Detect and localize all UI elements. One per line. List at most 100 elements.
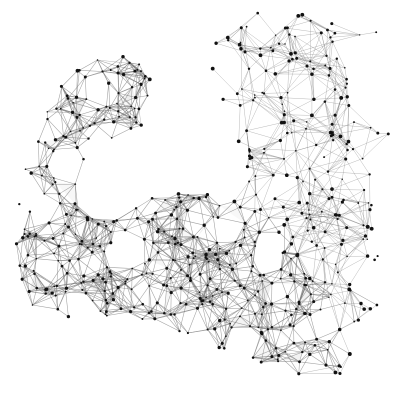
network-edge [296, 58, 311, 62]
network-edge [207, 280, 235, 286]
network-edge [117, 56, 124, 74]
network-edge [296, 58, 331, 69]
network-edge [290, 273, 305, 276]
network-node [273, 72, 278, 76]
network-node [65, 94, 69, 98]
network-edge [265, 60, 290, 71]
network-edge [36, 253, 55, 259]
network-edge [239, 313, 256, 317]
network-edge [176, 218, 184, 229]
network-node [297, 300, 301, 304]
network-edge [207, 285, 211, 302]
network-node [239, 46, 243, 51]
network-edge [297, 255, 306, 279]
network-edge [152, 218, 173, 237]
network-node [215, 241, 219, 244]
network-edge [248, 68, 256, 98]
network-edge [293, 338, 317, 344]
network-edge [215, 242, 218, 255]
network-edge [120, 308, 143, 320]
network-node [47, 147, 50, 150]
network-edge [155, 212, 159, 230]
network-node [74, 233, 77, 235]
network-node [330, 122, 334, 126]
network-edge [148, 221, 158, 232]
network-node [284, 309, 287, 312]
network-node [270, 281, 274, 285]
network-edge [187, 209, 214, 218]
network-edge [240, 241, 255, 246]
network-edge [306, 65, 330, 76]
network-node [297, 372, 301, 376]
network-node [218, 204, 221, 207]
network-edge [35, 235, 45, 242]
network-node [239, 41, 242, 44]
network-edge [180, 228, 184, 245]
network-edge [249, 140, 281, 151]
network-edge [149, 268, 167, 287]
network-edge [207, 329, 220, 348]
network-edge [311, 74, 342, 99]
network-node [85, 217, 90, 222]
network-edge [174, 303, 181, 315]
network-node [87, 137, 90, 140]
network-edge [261, 280, 266, 304]
network-edge [63, 112, 73, 137]
network-edge [81, 241, 88, 248]
network-edge [265, 340, 286, 353]
network-edge [261, 360, 279, 363]
network-edge [189, 257, 194, 265]
network-edge [106, 267, 128, 280]
network-edge [332, 41, 346, 68]
network-edge [309, 354, 327, 366]
network-edge [209, 301, 227, 310]
network-edge [70, 123, 95, 132]
network-node [273, 197, 277, 201]
network-edge [322, 259, 326, 283]
network-edge [255, 174, 274, 177]
network-node [235, 262, 238, 265]
network-edge [187, 194, 208, 211]
network-edge [306, 101, 326, 123]
network-edge [314, 341, 330, 346]
network-edge [213, 205, 220, 218]
network-edge [32, 288, 38, 306]
network-edge [38, 118, 48, 142]
network-edge [49, 215, 72, 224]
network-edge [193, 257, 211, 279]
network-node [124, 282, 127, 285]
network-node [304, 276, 308, 280]
network-edge [293, 313, 306, 327]
network-edge [287, 214, 310, 220]
network-edge [301, 189, 323, 214]
network-edge [287, 296, 297, 310]
network-node [109, 230, 112, 234]
network-edge [235, 237, 245, 264]
network-node [171, 235, 173, 238]
network-edge [327, 149, 348, 172]
network-edge [316, 338, 330, 342]
network-edge [148, 199, 166, 222]
network-edge [19, 265, 34, 272]
network-edge [92, 218, 114, 222]
network-edge [332, 34, 360, 43]
network-edge [243, 270, 252, 289]
network-edge [252, 332, 262, 358]
network-edge [239, 295, 256, 317]
network-node [151, 272, 154, 275]
network-edge [57, 226, 69, 247]
network-edge [176, 193, 179, 208]
network-edge [22, 270, 34, 280]
network-edge [125, 218, 138, 231]
network-edge [103, 107, 111, 120]
network-edge [235, 229, 244, 243]
network-edge [117, 56, 124, 67]
network-edge [207, 194, 214, 217]
network-edge [176, 218, 179, 243]
network-node [309, 19, 312, 22]
network-edge [234, 201, 246, 224]
network-edge [249, 158, 274, 176]
network-node [313, 343, 317, 347]
network-node [35, 257, 38, 260]
network-edge [316, 329, 340, 340]
